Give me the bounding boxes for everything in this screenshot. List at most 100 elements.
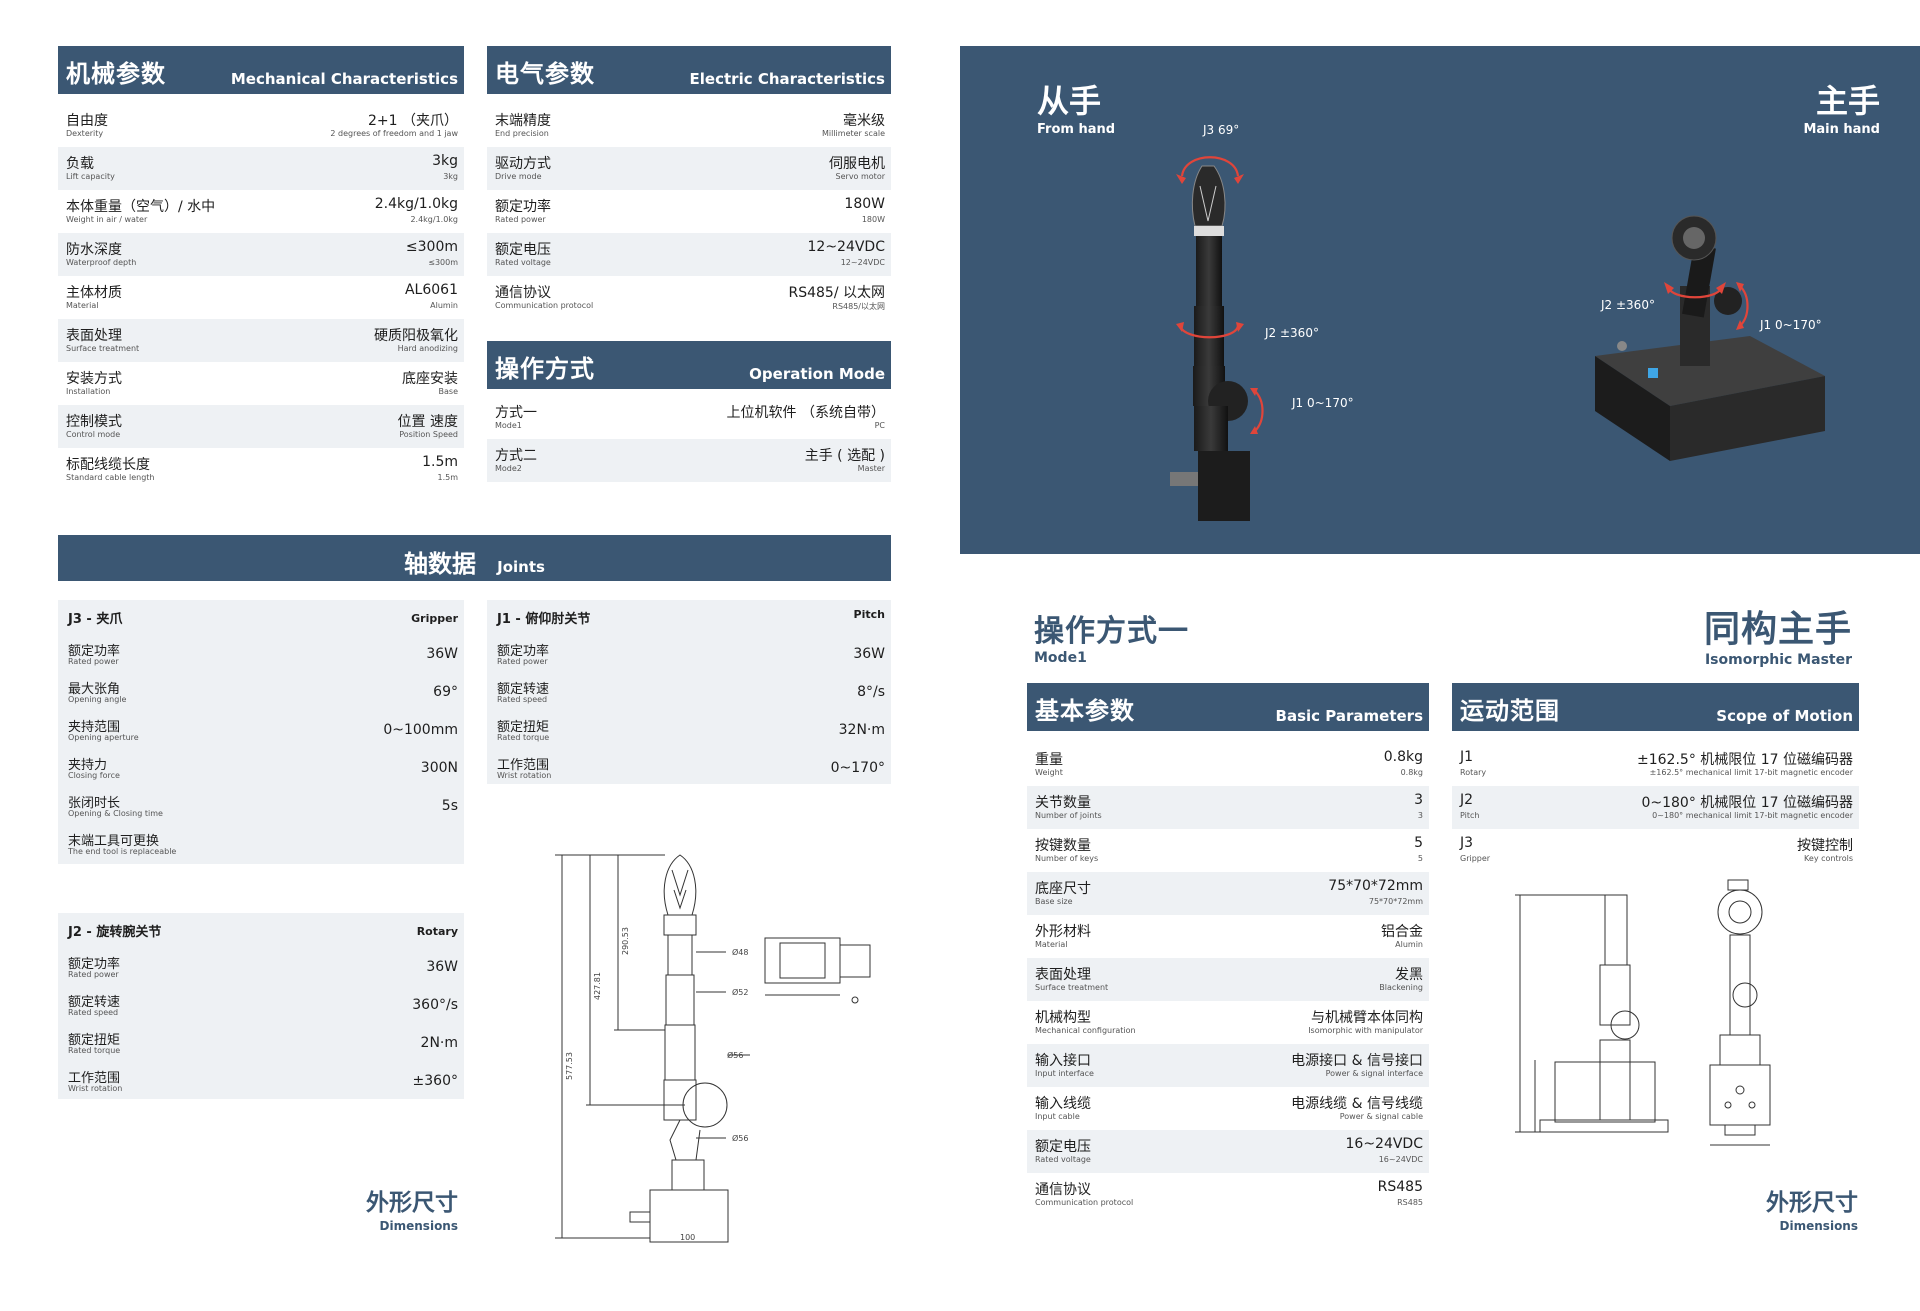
row-value: 36W <box>853 646 885 662</box>
row-label: 机械构型 <box>1035 1010 1091 1026</box>
main-hand-cn: 主手 <box>1815 82 1880 120</box>
main-j1-label: J1 0~170° <box>1760 318 1822 332</box>
row-label-en: Communication protocol <box>1035 1198 1134 1207</box>
row-value: 75*70*72mm <box>1328 878 1423 894</box>
row-label-en: Lift capacity <box>66 172 115 181</box>
basic-header: 基本参数 Basic Parameters <box>1027 683 1429 731</box>
row-value: 32N·m <box>838 722 885 738</box>
dim-d3: Ø56 <box>727 1050 743 1060</box>
row-label: J3 <box>1460 835 1474 851</box>
row-label: 表面处理 <box>66 328 122 344</box>
row-value-en: Servo motor <box>835 172 885 181</box>
main-hand-label: 主手 Main hand <box>1803 76 1880 137</box>
row-label: 额定转速 <box>497 682 550 697</box>
joint-j3-en: Gripper <box>411 612 458 625</box>
row-value: 硬质阳极氧化 <box>374 328 458 344</box>
row-value: 180W <box>844 196 885 212</box>
row-value-en: Position Speed <box>399 430 458 439</box>
row-label: 额定扭矩 <box>68 1033 121 1048</box>
row-label-en: Rated power <box>495 215 546 224</box>
row-label: J2 <box>1460 792 1474 808</box>
dim-w: 100 <box>680 1233 695 1242</box>
row-value-en: 5 <box>1417 854 1423 863</box>
row-label: 夹持力 <box>68 758 108 773</box>
row-label: 底座尺寸 <box>1035 881 1091 897</box>
dimensions-left-en: Dimensions <box>379 1219 458 1233</box>
row-label-en: Closing force <box>68 771 120 780</box>
from-j3-label: J3 69° <box>1203 123 1240 137</box>
row-value: 上位机软件 （系统自带） <box>726 405 885 421</box>
row-label: 自由度 <box>66 113 108 129</box>
dimensions-left-cn: 外形尺寸 <box>366 1190 458 1216</box>
row-label-en: Dexterity <box>66 129 104 138</box>
row-label-en: Gripper <box>1460 854 1491 863</box>
joint-j1-title: J1 - 俯仰肘关节 <box>497 612 591 627</box>
row-label-en: Rated speed <box>497 695 548 704</box>
row-label-en: Rated power <box>68 657 119 666</box>
row-value: 300N <box>420 760 458 776</box>
row-label-en: Number of joints <box>1035 811 1102 820</box>
row-label-en: Installation <box>66 387 111 396</box>
dim-h2: 427.81 <box>593 972 602 1000</box>
mode1-en: Mode1 <box>1034 650 1087 666</box>
row-value: AL6061 <box>404 282 458 298</box>
row-label: 张闭时长 <box>68 796 121 811</box>
motion-title-cn: 运动范围 <box>1460 697 1560 725</box>
dimensions-right-title: 外形尺寸 Dimensions <box>1758 1183 1858 1233</box>
row-label: 输入线缆 <box>1035 1096 1091 1112</box>
basic-title-en: Basic Parameters <box>1275 707 1423 725</box>
row-value: 5s <box>441 798 458 814</box>
row-value: RS485 <box>1377 1179 1423 1195</box>
row-label: 额定扭矩 <box>497 720 550 735</box>
row-label-en: Surface treatment <box>66 344 140 353</box>
joint-j2-en: Rotary <box>416 925 458 938</box>
row-value-en: Alumin <box>1395 940 1423 949</box>
from-hand-label: 从手 From hand <box>1037 76 1115 137</box>
joints-title-en: Joints <box>497 558 545 576</box>
row-label-en: Weight <box>1035 768 1063 777</box>
row-label: 输入接口 <box>1035 1053 1091 1069</box>
row-label: 关节数量 <box>1035 795 1091 811</box>
row-value: 36W <box>426 959 458 975</box>
row-value: 12~24VDC <box>807 239 886 255</box>
row-label-en: Rated power <box>68 970 119 979</box>
dim-h3: 577.53 <box>565 1052 574 1080</box>
row-value: 2.4kg/1.0kg <box>374 196 458 212</box>
row-label: 额定功率 <box>68 644 121 659</box>
from-j1-label: J1 0~170° <box>1292 396 1354 410</box>
row-value-en: 0~180° mechanical limit 17-bit magnetic … <box>1652 811 1853 820</box>
operation-title-en: Operation Mode <box>749 365 885 383</box>
arm-dimension-drawing: Ø48 Ø52 Ø56 Ø56 290.53 427.81 577.53 100 <box>555 854 871 1243</box>
row-value: 0~170° <box>830 760 885 776</box>
dim-d1: Ø48 <box>732 947 748 957</box>
main-j2-label: J2 ±360° <box>1601 298 1655 312</box>
row-label: 重量 <box>1035 752 1063 768</box>
row-label: 额定电压 <box>495 242 551 258</box>
row-label-en: Rated voltage <box>1035 1155 1091 1164</box>
row-label-en: Control mode <box>66 430 121 439</box>
row-label-en: Wrist rotation <box>497 771 552 780</box>
hero-panel: 从手 From hand 主手 Main hand <box>960 46 1920 554</box>
